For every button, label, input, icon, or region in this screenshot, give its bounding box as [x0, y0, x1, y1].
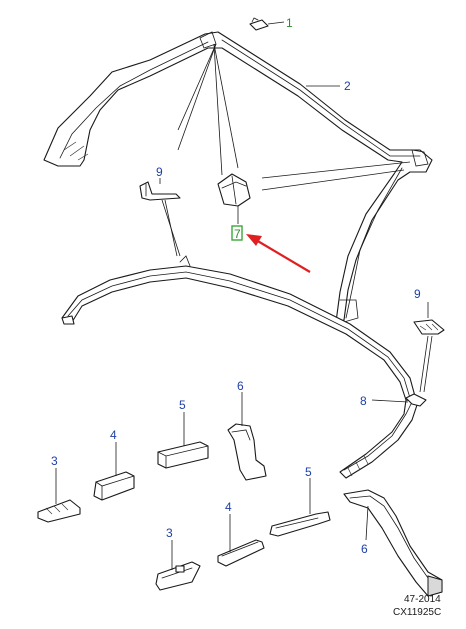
bracket-part-9-upper — [139, 178, 181, 257]
leader-web — [177, 43, 411, 191]
red-pointer-arrow — [246, 234, 311, 273]
leader-8 — [371, 399, 409, 403]
callout-6-upper: 6 — [237, 379, 244, 393]
callout-7-highlight-box — [231, 225, 243, 241]
callout-3-upper: 3 — [51, 454, 58, 468]
seal-strip-part-5-lower — [269, 478, 331, 537]
callout-4-upper: 4 — [110, 428, 117, 442]
bracket-part-3-upper — [37, 468, 81, 523]
clip-part-7 — [217, 173, 251, 224]
callout-5-upper: 5 — [179, 398, 186, 412]
callout-6-lower: 6 — [361, 542, 368, 556]
bracket-part-3-lower — [155, 540, 201, 591]
trim-part-6-upper — [227, 392, 267, 481]
callout-9-upper: 9 — [156, 165, 163, 179]
callout-2: 2 — [344, 79, 351, 93]
callout-7: 7 — [234, 227, 241, 241]
callout-8: 8 — [360, 394, 367, 408]
callout-9-lower: 9 — [414, 287, 421, 301]
drawing-id: CX11925C — [393, 607, 441, 618]
trim-part-6-lower — [343, 489, 443, 597]
seal-block-part-5-upper — [157, 412, 209, 469]
block-part-4-upper — [93, 442, 135, 501]
strip-part-4-lower — [217, 514, 265, 567]
side-rail-seal-part-8 — [61, 255, 427, 479]
callout-3-lower: 3 — [166, 526, 173, 540]
callout-4-lower: 4 — [225, 500, 232, 514]
callout-5-lower: 5 — [305, 465, 312, 479]
clip-part-9-lower — [413, 302, 445, 393]
drawing-date-code: 47-2014 — [404, 594, 441, 605]
callout-1: 1 — [286, 16, 293, 30]
drawing-reference: 47-2014 CX11925C — [393, 594, 441, 618]
callout-labels: 1 2 9 7 9 8 6 5 4 3 5 4 3 6 — [51, 16, 421, 556]
clip-part-1 — [249, 17, 285, 31]
